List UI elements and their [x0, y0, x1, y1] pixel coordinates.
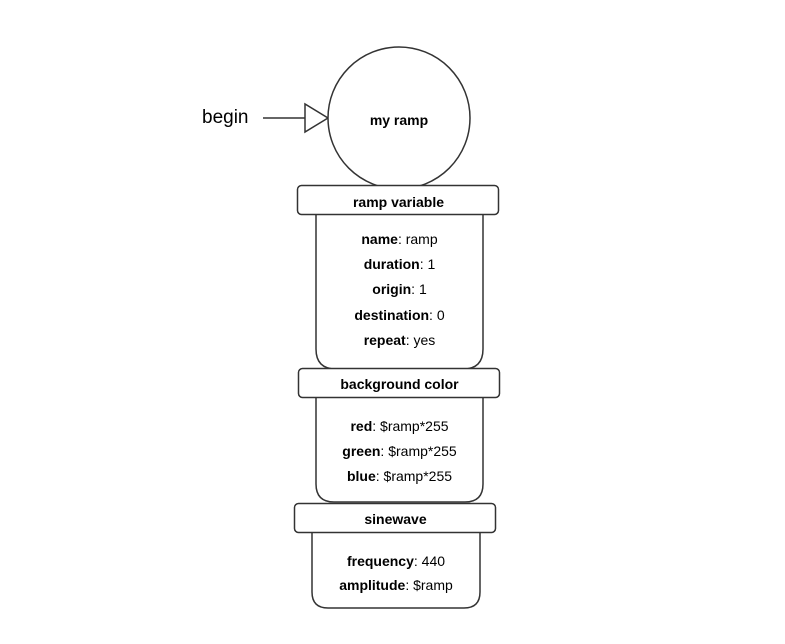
prop-row: blue: $ramp*255 — [346, 468, 453, 484]
prop-row: name: ramp — [361, 231, 438, 247]
prop-value: $ramp — [413, 577, 453, 593]
prop-row: green: $ramp*255 — [342, 443, 457, 459]
prop-value: $ramp*255 — [383, 468, 453, 484]
entry-label: begin — [202, 107, 249, 128]
prop-key: green — [342, 443, 381, 459]
entry-arrow-head — [304, 102, 330, 134]
prop-row: amplitude: $ramp — [339, 577, 453, 593]
prop-key: red — [350, 418, 373, 434]
section-header-background-color: background color — [340, 376, 459, 392]
prop-row: destination: 0 — [354, 307, 445, 323]
prop-value: $ramp*255 — [380, 418, 449, 434]
prop-key: duration — [363, 256, 420, 272]
section-header-sinewave: sinewave — [364, 511, 427, 527]
prop-value: 1 — [427, 256, 436, 272]
prop-key: repeat — [363, 332, 406, 348]
prop-key: amplitude — [339, 577, 406, 593]
prop-row: duration: 1 — [363, 256, 436, 272]
prop-key: origin — [372, 281, 412, 297]
section-body-sinewave — [311, 532, 481, 609]
section-body-background-color — [315, 397, 484, 503]
prop-row: red: $ramp*255 — [350, 418, 449, 434]
section-header-box-background-color[interactable] — [297, 367, 501, 399]
prop-row: repeat: yes — [363, 332, 436, 348]
section-header-ramp-variable: ramp variable — [352, 194, 445, 210]
prop-key: destination — [354, 307, 430, 323]
prop-row: frequency: 440 — [346, 553, 446, 569]
prop-value: $ramp*255 — [388, 443, 457, 459]
prop-value: 440 — [421, 553, 446, 569]
prop-row: origin: 1 — [372, 281, 427, 297]
prop-key: name — [361, 231, 398, 247]
section-header-box-sinewave[interactable] — [293, 502, 497, 534]
node-title: my ramp — [369, 112, 429, 128]
prop-value: ramp — [405, 231, 438, 247]
prop-value: 0 — [436, 307, 445, 323]
prop-value: yes — [413, 332, 436, 348]
prop-key: frequency — [346, 553, 414, 569]
prop-key: blue — [346, 468, 376, 484]
section-header-box-ramp-variable[interactable] — [296, 184, 500, 216]
prop-value: 1 — [418, 281, 427, 297]
